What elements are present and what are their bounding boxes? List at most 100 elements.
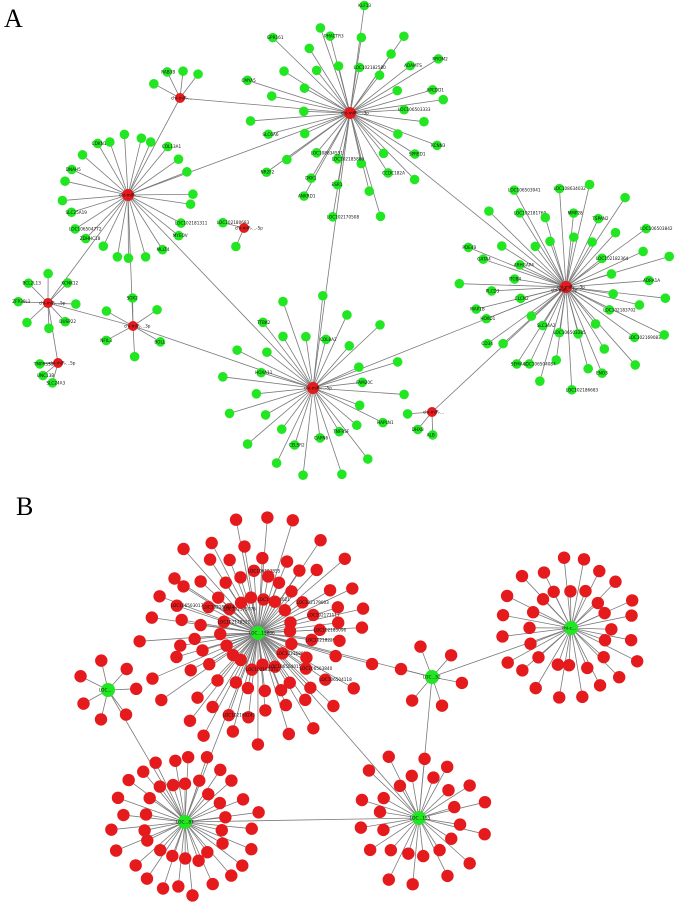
edge: [257, 627, 362, 634]
leaf-node: [598, 634, 612, 647]
leaf-node: [299, 83, 310, 93]
leaf-node: [610, 227, 621, 238]
hub-node: [412, 811, 426, 825]
leaf-node: [562, 659, 576, 672]
leaf-node: [604, 305, 615, 315]
leaf-node: [357, 377, 368, 388]
edge: [312, 345, 350, 389]
leaf-node: [393, 129, 403, 139]
hub-node: [559, 289, 561, 291]
leaf-node: [226, 725, 240, 738]
leaf-node: [442, 783, 455, 797]
hub-link-edge: [127, 112, 351, 196]
leaf-node: [143, 791, 156, 805]
leaf-node-label: DNAH5: [66, 167, 81, 172]
edge: [128, 779, 186, 823]
leaf-node: [152, 304, 162, 315]
leaf-node-label: GPR161: [267, 35, 284, 40]
edge: [312, 387, 340, 432]
leaf-node-label: LOC106504118: [319, 677, 352, 682]
edge: [507, 627, 572, 663]
leaf-node: [568, 208, 579, 218]
leaf-node: [551, 355, 562, 365]
leaf-node: [226, 648, 240, 662]
leaf-node: [156, 882, 170, 895]
edge: [123, 814, 186, 823]
edge: [501, 245, 567, 288]
leaf-node: [117, 808, 130, 822]
leaf-node: [441, 869, 454, 883]
hub-node-label: chi-miR-...5p: [39, 301, 66, 306]
edge: [257, 632, 326, 680]
leaf-node: [271, 458, 282, 468]
leaf-node: [203, 553, 217, 566]
leaf-node-label: LOC106503333: [398, 107, 431, 112]
leaf-node: [365, 657, 379, 671]
edge: [257, 632, 340, 642]
hub-node-label: chi-miR-...3p: [124, 324, 151, 329]
leaf-node: [261, 167, 272, 178]
edge: [257, 632, 373, 665]
leaf-node: [373, 805, 387, 819]
hub-node: [564, 621, 578, 635]
leaf-node: [145, 137, 156, 147]
edge: [253, 570, 259, 634]
edge: [247, 632, 259, 689]
leaf-node: [137, 765, 150, 778]
edge: [530, 627, 572, 645]
leaf-node: [193, 774, 206, 787]
leaf-node: [276, 647, 289, 660]
edge: [235, 632, 259, 683]
leaf-node: [597, 368, 607, 378]
leaf-node-label: TMPRSS3: [33, 361, 54, 366]
leaf-node: [278, 331, 288, 342]
leaf-node: [591, 596, 605, 610]
edge: [308, 48, 351, 114]
leaf-node: [155, 693, 168, 707]
leaf-node-label: ADAMTS: [404, 63, 422, 68]
leaf-node: [342, 310, 352, 320]
leaf-node: [94, 713, 108, 726]
hub-node: [427, 407, 437, 417]
leaf-node-label: ESR1: [332, 182, 343, 187]
leaf-node: [435, 699, 449, 712]
leaf-node: [427, 430, 438, 440]
leaf-node: [300, 651, 313, 664]
hub-link-edge: [349, 112, 567, 288]
leaf-node-label: ANKRD1: [298, 194, 316, 199]
edge: [349, 89, 433, 114]
leaf-node: [394, 662, 408, 676]
leaf-node: [515, 293, 526, 304]
leaf-node: [620, 192, 630, 203]
leaf-node-label: ENO3: [596, 371, 608, 376]
leaf-node: [105, 823, 118, 836]
leaf-node: [392, 357, 403, 367]
leaf-node: [299, 662, 313, 675]
hub-link-edge: [312, 112, 351, 389]
leaf-node: [405, 60, 415, 71]
edge: [303, 110, 351, 114]
leaf-node: [444, 649, 458, 662]
edge: [565, 251, 644, 288]
edge: [244, 546, 259, 634]
edge: [570, 627, 601, 686]
edge: [147, 821, 186, 841]
leaf-node: [568, 232, 579, 242]
leaf-node: [332, 616, 345, 629]
leaf-node: [261, 511, 274, 524]
edge: [266, 112, 351, 173]
leaf-node: [315, 433, 325, 443]
leaf-node-label: SLC6A6: [262, 132, 278, 137]
edge: [127, 158, 179, 196]
edge: [257, 601, 303, 634]
hub-node: [560, 281, 572, 293]
leaf-node: [98, 241, 109, 251]
leaf-node: [427, 771, 440, 784]
edge: [240, 577, 259, 634]
leaf-node: [573, 329, 583, 339]
leaf-node: [432, 140, 442, 151]
edge: [132, 325, 136, 357]
hub-node: [307, 382, 319, 394]
edge: [184, 821, 223, 844]
hub-node-label: LOC...155: [410, 816, 431, 821]
